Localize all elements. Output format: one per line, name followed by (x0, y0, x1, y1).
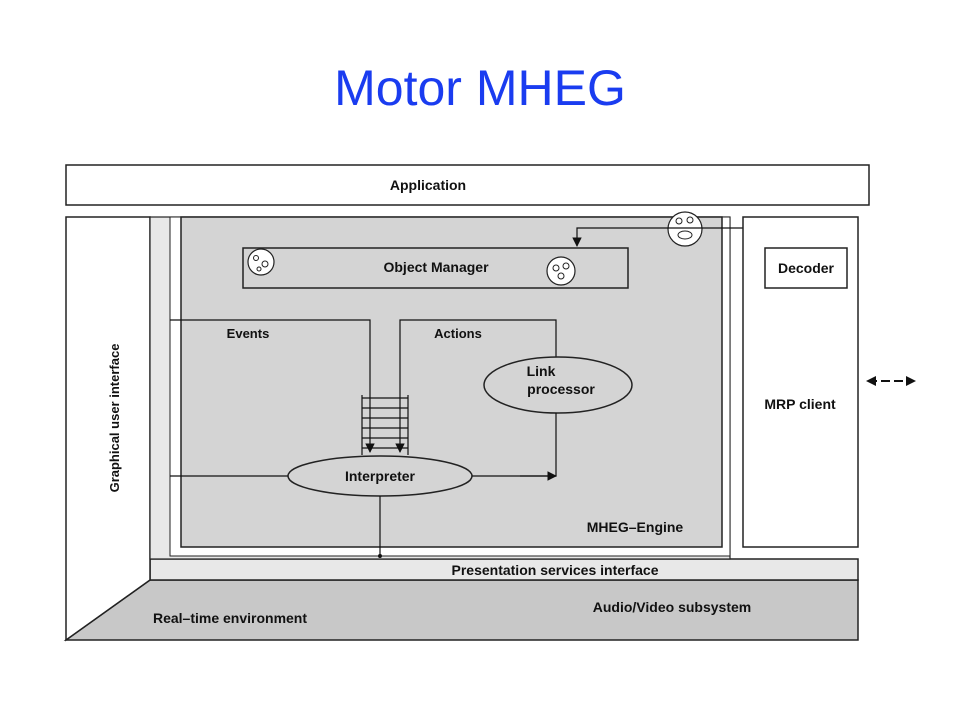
actions-flow-line (395, 319, 557, 453)
decoder-box (764, 247, 848, 289)
link-processor-label-line1: Link (527, 363, 556, 379)
presentation-services-label: Presentation services interface (452, 562, 659, 578)
mheg-engine-label: MHEG–Engine (587, 519, 684, 535)
application-box (65, 164, 870, 206)
application-label: Application (390, 177, 466, 193)
link-processor-label-line2: processor (527, 381, 595, 397)
realtime-environment-label: Real–time environment (153, 610, 307, 626)
interpreter-label: Interpreter (345, 468, 416, 484)
junction-dot (378, 554, 382, 558)
av-subsystem-label: Audio/Video subsystem (593, 599, 751, 615)
object-cluster-icon (667, 211, 703, 247)
actions-label: Actions (434, 326, 482, 341)
gui-column (65, 216, 151, 642)
gui-label: Graphical user interface (107, 344, 122, 493)
link-processor-node (483, 356, 633, 414)
object-manager-label: Object Manager (383, 259, 489, 275)
network-double-arrow (866, 376, 916, 386)
object-cluster-icon (546, 256, 576, 286)
events-label: Events (227, 326, 270, 341)
decoder-label: Decoder (778, 260, 835, 276)
object-cluster-icon (247, 248, 275, 276)
slide-title: Motor MHEG (334, 60, 626, 116)
mrp-client-label: MRP client (764, 396, 836, 412)
event-queue (361, 395, 409, 455)
